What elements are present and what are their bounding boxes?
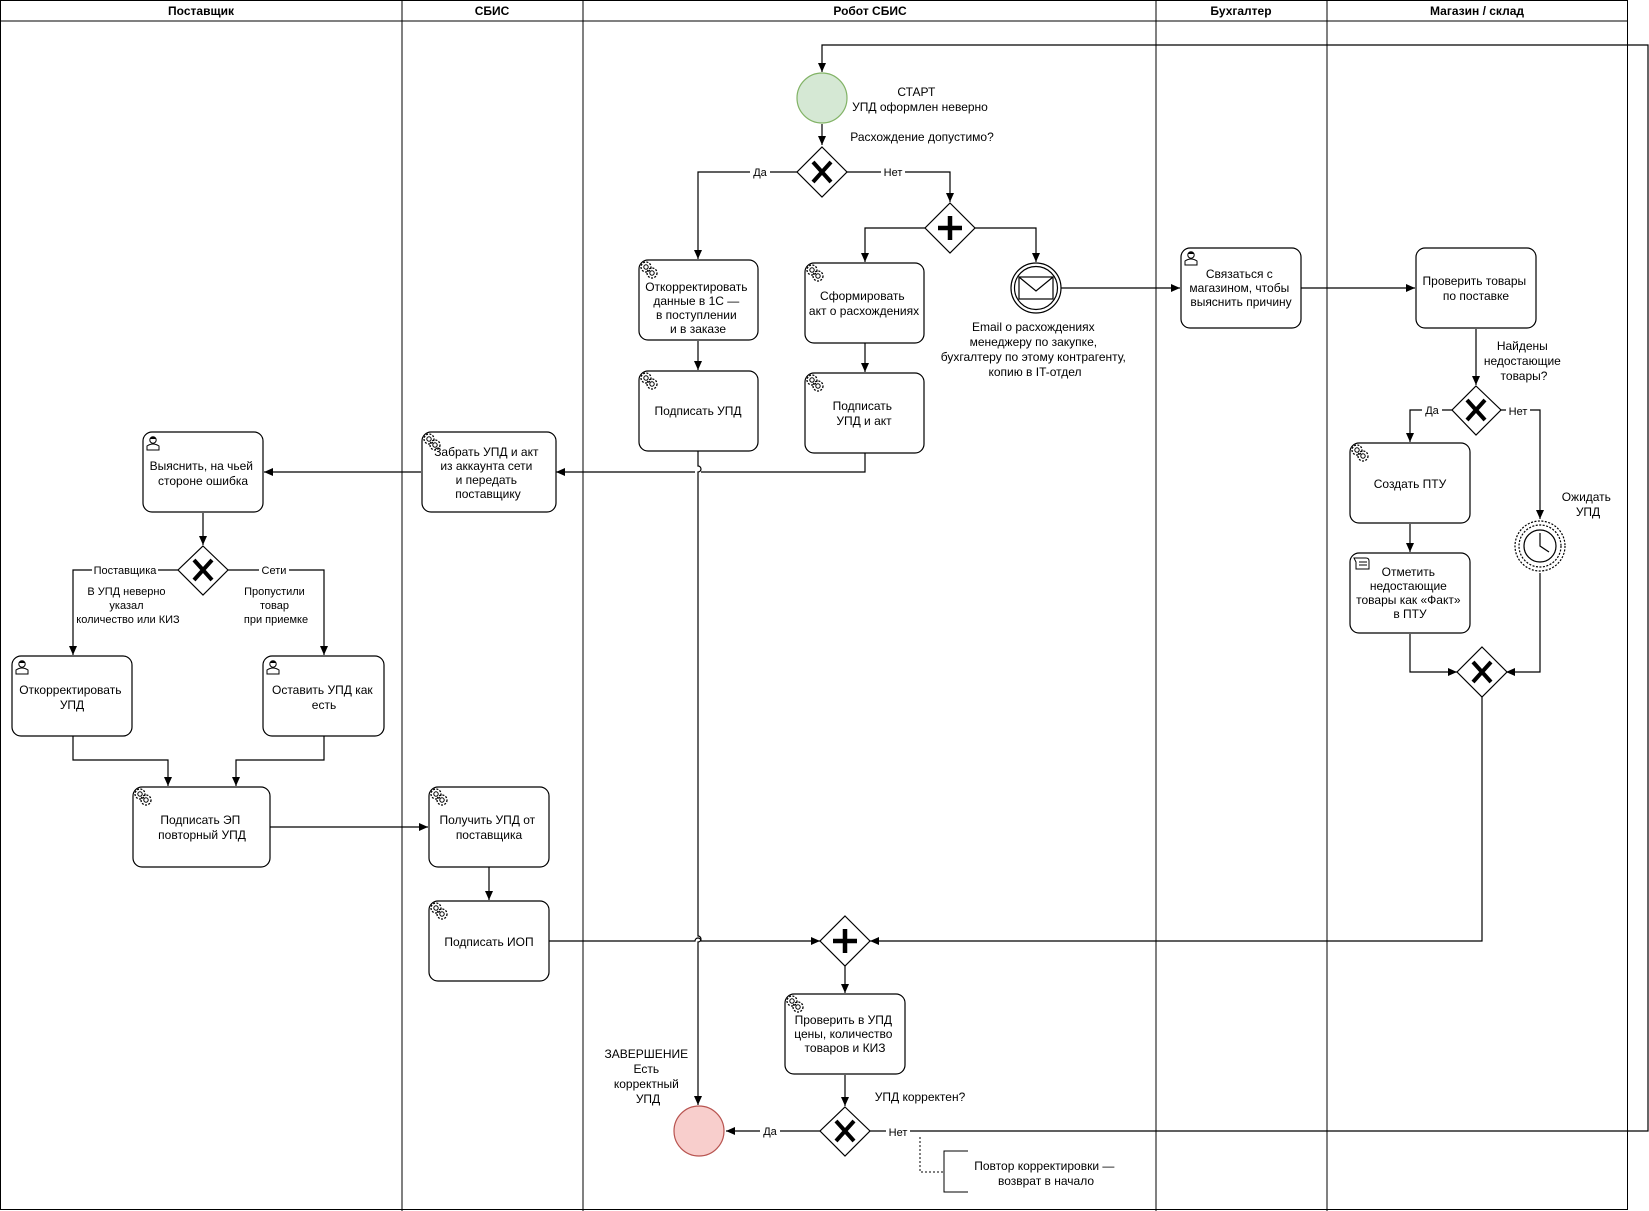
svg-text:Повтор корректировки — в: Повтор корректировки — возврат в начало: [974, 1159, 1117, 1188]
flow-merge-to-join: [870, 697, 1483, 945]
flow-labels: Да Нет Да Нет Поставщика Сети В УПД неве…: [76, 166, 1530, 1139]
label-yes-discrepancy: Да: [753, 167, 767, 179]
label-no-found: Нет: [1509, 406, 1528, 418]
gateway-parallel-join: [819, 915, 871, 967]
task-sign-upd-act: Подписать УПД и акт: [804, 372, 925, 454]
gateway-parallel-split: [924, 202, 976, 254]
plus-icon: [833, 929, 857, 953]
end-label: ЗАВЕРШЕНИЕ Есть корректный УПД: [605, 1047, 692, 1106]
text-annotation: Повтор корректировки — возврат в начало: [919, 1137, 1117, 1193]
svg-text:Забрать УПД и акт из акк: Забрать УПД и акт из аккаунта сети и пер…: [434, 445, 542, 501]
flow-gw-network: [228, 569, 328, 655]
label-yes-correct: Да: [763, 1126, 777, 1138]
svg-text:Подписать УПД и акт: Подписать УПД и акт: [833, 399, 896, 428]
task-sign-upd-robot: Подписать УПД: [638, 370, 759, 452]
svg-text:Оставить УПД как есть: Оставить УПД как есть: [272, 683, 376, 712]
lane-title-robot: Робот СБИС: [833, 4, 907, 18]
flow-loop-back: [818, 44, 1649, 1132]
flow-leave-upd-to-sign-ep: [232, 736, 325, 786]
label-yes-found: Да: [1425, 405, 1439, 417]
label-no-discrepancy: Нет: [884, 167, 903, 179]
svg-text:Подписать ИОП: Подписать ИОП: [444, 935, 533, 949]
clock-icon: [1523, 529, 1557, 563]
timer-event: [1514, 520, 1566, 572]
plus-icon: [938, 216, 962, 240]
gateway-discrepancy-label: Расхождение допустимо?: [850, 130, 994, 144]
gateway-merge-store: [1456, 646, 1508, 698]
gateway-fault: [177, 545, 229, 596]
task-receive-upd: Получить УПД от поставщика: [428, 786, 550, 868]
start-event: [796, 72, 848, 124]
x-icon: [1471, 660, 1493, 684]
lane-title-supplier: Поставщик: [168, 4, 235, 18]
flow-parallel-to-act: [861, 227, 925, 262]
flow-sign-to-end: [694, 451, 702, 1105]
label-supplier: Поставщика: [94, 565, 158, 577]
task-sign-ep: Подписать ЭП повторный УПД: [132, 786, 271, 868]
flow-yes-to-correct-1c: [694, 171, 797, 259]
flow-timer-to-merge: [1506, 573, 1541, 676]
label-network: Сети: [262, 565, 287, 577]
svg-text:Подписать ЭП повторный У: Подписать ЭП повторный УПД: [158, 813, 246, 842]
svg-text:Откорректировать УПД: Откорректировать УПД: [19, 683, 125, 712]
email-label: Email о расхождениях менеджеру по закупк…: [941, 320, 1129, 379]
gateway-found-label: Найдены недостающие товары?: [1484, 339, 1564, 383]
task-mark-fact: Отметить недостающие товары как «Факт» в…: [1349, 552, 1471, 634]
svg-text:Получить УПД от поставщи: Получить УПД от поставщика: [439, 813, 538, 842]
start-label: СТАРТ УПД оформлен неверно: [852, 85, 988, 114]
svg-text:Создать ПТУ: Создать ПТУ: [1374, 477, 1447, 491]
task-check-upd: Проверить в УПД цены, количество товаров…: [784, 993, 906, 1075]
task-form-act: Сформировать акт о расхождениях: [804, 262, 925, 344]
x-icon: [1465, 398, 1487, 422]
flow-mark-to-merge: [1409, 634, 1457, 676]
label-network-reason: Пропустили товар при приемке: [244, 586, 308, 626]
gateway-discrepancy: [796, 146, 848, 198]
x-icon: [811, 160, 833, 184]
email-message-event: [1010, 262, 1062, 314]
task-take-upd-act: Забрать УПД и акт из аккаунта сети и пер…: [421, 431, 557, 513]
svg-text:Проверить в УПД цены, ко: Проверить в УПД цены, количество товаров…: [794, 1013, 896, 1055]
flow-parallel-to-email: [975, 227, 1040, 262]
flow-found-no: [1501, 409, 1544, 519]
gateway-correct-label: УПД корректен?: [875, 1090, 966, 1104]
envelope-icon: [1018, 276, 1054, 300]
manual-task-icon: [1353, 557, 1370, 570]
label-no-correct: Нет: [889, 1127, 908, 1139]
svg-text:Подписать УПД: Подписать УПД: [654, 404, 741, 418]
task-sign-iop: Подписать ИОП: [428, 900, 550, 982]
flow-gw-supplier: [69, 569, 178, 655]
svg-text:Связаться с магазином, ч: Связаться с магазином, чтобы выяснить пр…: [1189, 267, 1292, 309]
svg-text:Отметить недостающие: Отметить недостающие товары как «Факт» в…: [1356, 565, 1464, 621]
task-check-goods: Проверить товары по поставке: [1415, 247, 1537, 329]
task-correct-upd: Откорректировать УПД: [11, 655, 133, 737]
svg-text:Выяснить, на чьей сторон: Выяснить, на чьей стороне ошибка: [150, 459, 257, 488]
gateway-found: [1451, 385, 1502, 436]
end-event: [673, 1105, 725, 1157]
lane-title-sbis: СБИС: [475, 4, 510, 18]
svg-text:Проверить товары по пост: Проверить товары по поставке: [1423, 274, 1530, 303]
label-supplier-reason: В УПД неверно указал количество или КИЗ: [76, 586, 180, 626]
task-create-ptu: Создать ПТУ: [1349, 442, 1471, 524]
flow-correct-upd-to-sign-ep: [72, 736, 172, 786]
timer-label: Ожидать УПД: [1562, 490, 1615, 519]
flow-iop-to-join: [549, 937, 820, 945]
task-leave-upd: Оставить УПД как есть: [262, 655, 385, 737]
gateway-correct: [819, 1106, 871, 1157]
task-contact-store: Связаться с магазином, чтобы выяснить пр…: [1180, 247, 1302, 329]
x-icon: [192, 558, 214, 582]
task-find-fault: Выяснить, на чьей стороне ошибка: [142, 431, 264, 513]
lane-title-store: Магазин / склад: [1430, 4, 1524, 18]
svg-text:Откорректировать данные: Откорректировать данные в 1С — в поступл…: [645, 280, 751, 336]
flow-sign-act-to-take: [556, 453, 866, 472]
x-icon: [834, 1119, 856, 1143]
lane-title-accountant: Бухгалтер: [1210, 4, 1271, 18]
svg-text:Сформировать акт о расхо: Сформировать акт о расхождениях: [809, 289, 919, 318]
task-correct-1c: Откорректировать данные в 1С — в поступл…: [638, 259, 759, 341]
